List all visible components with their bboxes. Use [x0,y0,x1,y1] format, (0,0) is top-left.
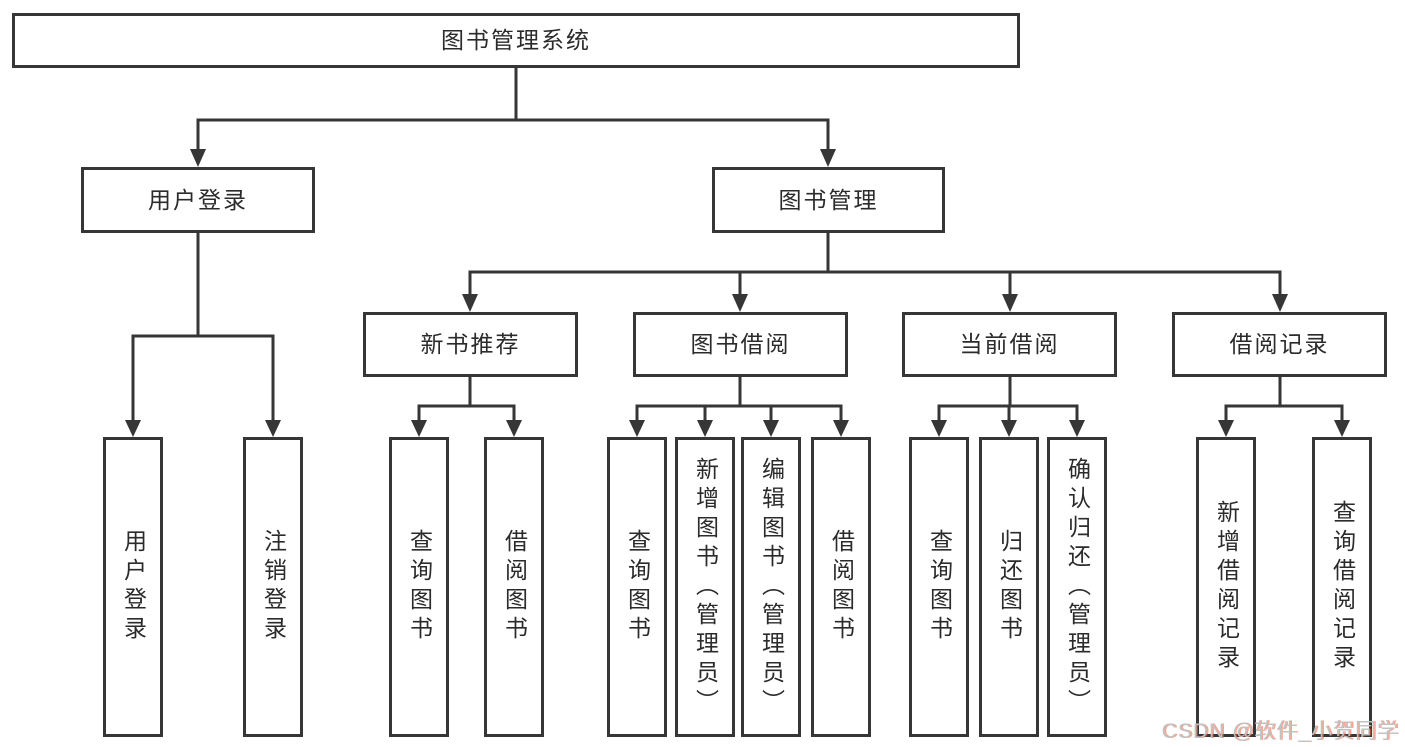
leaf-query-borrow-record: 查询借阅记录 [1312,437,1372,737]
node-label: 注销登录 [260,529,287,645]
leaf-edit-books-admin: 编辑图书（管理员） [741,437,801,737]
node-borrow-records: 借阅记录 [1172,312,1387,377]
leaf-borrow-books: 借阅图书 [484,437,544,737]
node-book-borrowing: 图书借阅 [633,312,848,377]
node-label: 图书借阅 [690,331,791,357]
node-label: 新增借阅记录 [1213,500,1240,674]
leaf-add-borrow-record: 新增借阅记录 [1196,437,1256,737]
node-new-book-recommend: 新书推荐 [363,312,578,377]
node-label: 归还图书 [996,529,1023,645]
leaf-borrow-books: 借阅图书 [811,437,871,737]
leaf-query-books: 查询图书 [909,437,969,737]
node-label: 借阅记录 [1229,331,1330,357]
leaf-return-books: 归还图书 [979,437,1039,737]
node-book-management-module: 图书管理 [712,167,945,233]
node-user-login-module: 用户登录 [81,167,315,233]
node-label: 查询图书 [624,529,651,645]
node-label: 借阅图书 [828,529,855,645]
node-label: 借阅图书 [501,529,528,645]
node-label: 用户登录 [148,186,248,213]
node-label: 查询图书 [406,529,433,645]
node-label: 查询图书 [926,529,953,645]
leaf-user-login: 用户登录 [103,437,163,737]
leaf-logout: 注销登录 [243,437,303,737]
leaf-query-books: 查询图书 [607,437,667,737]
node-label: 查询借阅记录 [1329,500,1356,674]
node-label: 新书推荐 [420,331,521,357]
node-label: 当前借阅 [959,331,1060,357]
leaf-add-books-admin: 新增图书（管理员） [675,437,735,737]
node-current-borrowing: 当前借阅 [902,312,1117,377]
node-label: 编辑图书（管理员） [758,456,785,718]
node-label: 图书管理系统 [441,27,591,53]
node-label: 用户登录 [120,529,147,645]
leaf-query-books: 查询图书 [389,437,449,737]
leaf-confirm-return-admin: 确认归还（管理员） [1047,437,1107,737]
node-label: 图书管理 [778,186,879,213]
node-label: 新增图书（管理员） [692,456,719,718]
node-system-root: 图书管理系统 [12,13,1020,68]
node-label: 确认归还（管理员） [1064,456,1091,718]
